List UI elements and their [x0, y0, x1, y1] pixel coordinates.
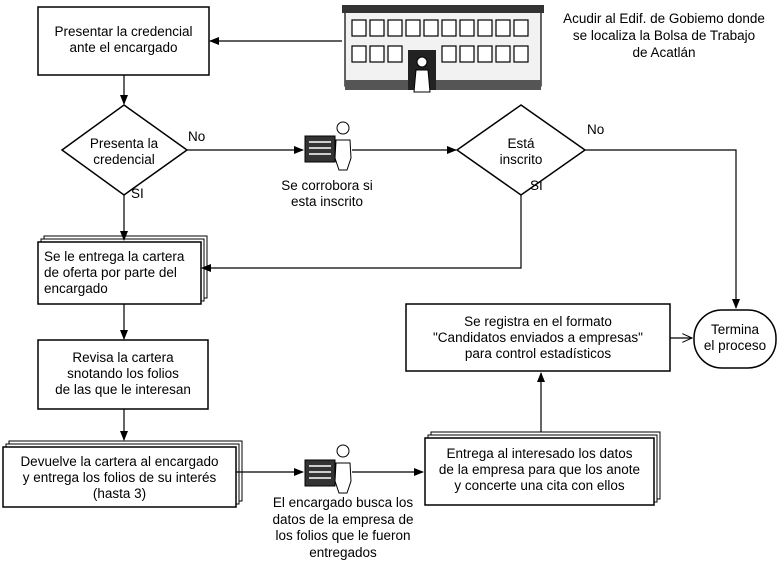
box-registra-label: Se registra en el formato"Candidatos env…	[433, 314, 643, 361]
person-computer-icon	[304, 121, 352, 171]
document-entrega	[424, 431, 661, 506]
box-presentar	[37, 6, 210, 76]
decision-inscrito-si: SI	[530, 178, 543, 193]
person-computer-icon	[304, 444, 352, 494]
government-building-icon	[342, 5, 544, 93]
terminal-oval	[693, 309, 777, 369]
box-revisa	[37, 339, 209, 410]
decision-credencial-no: No	[188, 129, 206, 144]
decision-inscrito-no: No	[587, 122, 605, 137]
decision-credencial-si: SI	[131, 186, 144, 201]
document-devuelve	[2, 440, 243, 508]
document-cartera	[37, 235, 208, 305]
